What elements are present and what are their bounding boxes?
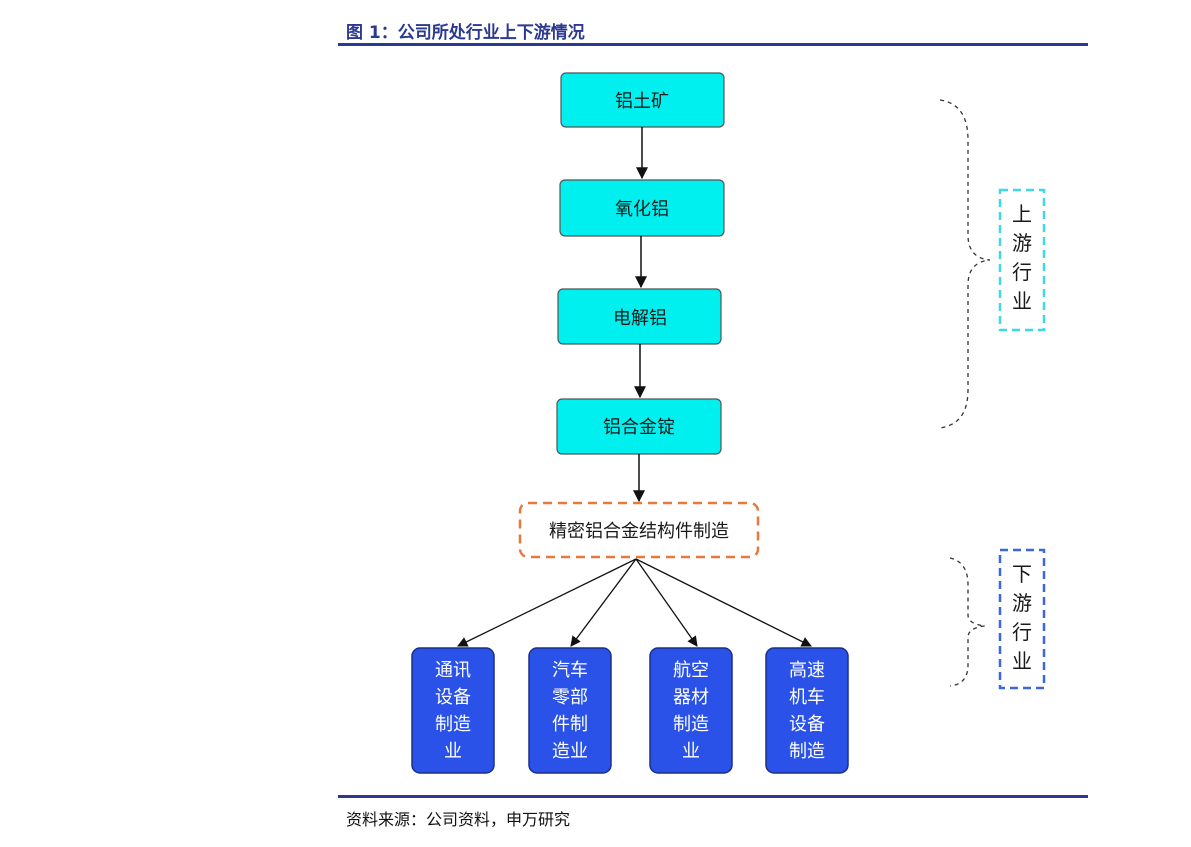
middle-node-label: 精密铝合金结构件制造 [549, 521, 729, 542]
fanout-arrow-4 [635, 558, 812, 647]
svg-text:航空: 航空 [673, 660, 709, 681]
svg-text:制造: 制造 [673, 714, 709, 735]
svg-text:业: 业 [1012, 649, 1032, 673]
chain-node-label: 电解铝 [613, 308, 667, 329]
svg-text:通讯: 通讯 [435, 660, 471, 681]
upstream-brace [939, 99, 991, 429]
svg-text:件制: 件制 [552, 714, 588, 735]
svg-text:汽车: 汽车 [552, 660, 588, 681]
svg-text:设备: 设备 [435, 687, 471, 708]
chain-node-bauxite: 铝土矿 [560, 72, 725, 128]
svg-text:高速: 高速 [789, 660, 825, 681]
svg-text:机车: 机车 [789, 687, 825, 708]
svg-text:行: 行 [1012, 620, 1032, 644]
svg-text:下: 下 [1012, 562, 1032, 586]
chain-node-label: 氧化铝 [615, 199, 669, 220]
svg-text:游: 游 [1012, 231, 1032, 255]
downstream-industry-label: 下 游 行 业 [998, 548, 1046, 690]
middle-node-precision-structural-parts: 精密铝合金结构件制造 [518, 501, 760, 559]
chain-node-electrolytic-aluminum: 电解铝 [557, 288, 722, 345]
svg-text:造业: 造业 [552, 741, 588, 762]
chain-node-label: 铝土矿 [615, 91, 669, 112]
fanout-arrow-1 [457, 558, 637, 647]
downstream-node-high-speed-rail: 高速 机车 设备 制造 [765, 647, 849, 774]
svg-text:器材: 器材 [673, 687, 709, 708]
svg-text:业: 业 [444, 741, 462, 762]
figure-title: 图 1：公司所处行业上下游情况 [346, 23, 585, 43]
source-note: 资料来源：公司资料，申万研究 [346, 810, 571, 829]
fanout-arrow-3 [635, 558, 698, 647]
svg-text:零部: 零部 [552, 687, 588, 708]
top-rule [338, 43, 1088, 46]
svg-text:业: 业 [1012, 289, 1032, 313]
downstream-node-telecom: 通讯 设备 制造 业 [411, 647, 495, 774]
chain-node-alumina: 氧化铝 [559, 179, 725, 237]
downstream-node-auto-parts: 汽车 零部 件制 造业 [528, 647, 612, 774]
svg-text:游: 游 [1012, 591, 1032, 615]
svg-text:设备: 设备 [789, 714, 825, 735]
svg-text:制造: 制造 [435, 714, 471, 735]
svg-text:行: 行 [1012, 260, 1032, 284]
chain-node-aluminum-ingot: 铝合金锭 [556, 398, 722, 455]
downstream-brace [949, 557, 986, 687]
svg-text:上: 上 [1012, 202, 1032, 226]
chain-node-label: 铝合金锭 [603, 417, 675, 438]
fanout-arrow-2 [570, 558, 637, 647]
svg-text:制造: 制造 [789, 741, 825, 762]
svg-text:业: 业 [682, 741, 700, 762]
downstream-node-aviation: 航空 器材 制造 业 [649, 647, 733, 774]
upstream-industry-label: 上 游 行 业 [998, 188, 1046, 332]
bottom-rule [338, 795, 1088, 798]
